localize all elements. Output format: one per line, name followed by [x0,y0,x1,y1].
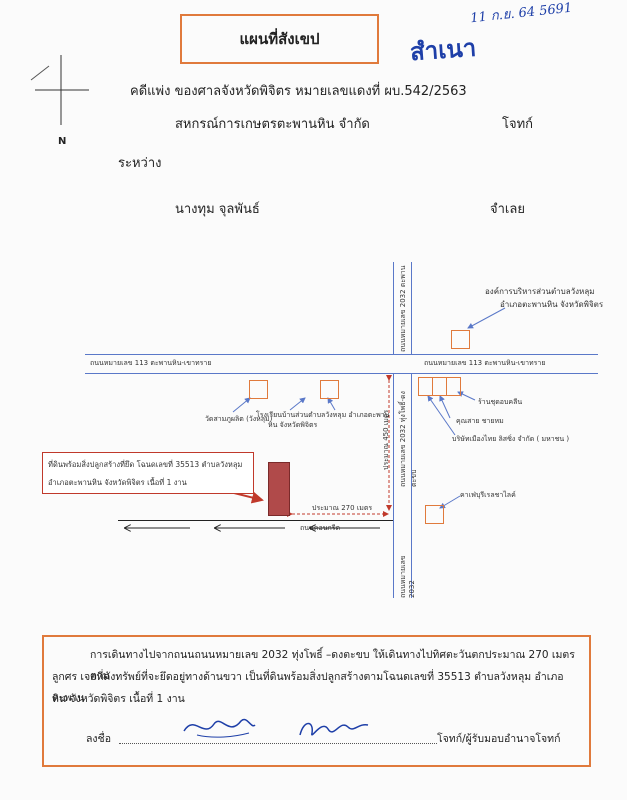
signature-image-2 [299,722,369,736]
signature-prefix: ลงชื่อ [86,733,111,745]
distance-horizontal-label: ประมาณ 270 เมตร [312,504,373,512]
landmark-school [320,380,339,399]
temple-label: วัดสามภูผลิต (วังหลุม) [205,415,273,423]
road-2032-upper-left [393,262,394,354]
signature-line [119,743,437,744]
road-2032-lower-left [393,373,394,598]
defendant-name: นางทุม จุลพันธ์ [175,202,260,217]
property-marker [268,462,290,516]
description-box: การเดินทางไปจากถนนถนนหมายเลข 2032 ทุ่งโพ… [42,635,591,767]
road-113-right-label: ถนนหมายเลข 113 ตะพานหิน-เขาทราย [424,359,546,367]
description-line-2: ลูกศร เจอที่ดังทรัพย์ที่จะยึดอยู่ทางด้าน… [52,671,564,704]
between-label: ระหว่าง [118,156,162,171]
description-line-3: หิน จังหวัดพิจิตร เนื้อที่ 1 งาน [52,693,185,705]
description-line-1: การเดินทางไปจากถนนถนนหมายเลข 2032 ทุ่งโพ… [90,649,575,682]
compass-icon [30,55,89,125]
plaintiff-role: โจทก์ [502,117,534,132]
company-label: บริษัทเมืองไทย ลิสซิ่ง จำกัด ( มหาชน ) [452,435,570,443]
plaintiff-name: สหกรณ์การเกษตรตะพานหิน จำกัด [175,117,370,132]
road-113-left-label: ถนนหมายเลข 113 ตะพานหิน-เขาทราย [90,359,212,367]
concrete-road-edge [118,520,393,521]
page-title: แผนที่สังเขป [239,30,320,48]
road-2032-lower-right [411,373,412,598]
shop-label: ร้านชุดอบคลีน [478,398,523,406]
property-label-line-2: อำเภอตะพานหิน จังหวัดพิจิตร เนื้อที่ 1 ง… [48,478,187,487]
road-113-bottom-edge [85,373,598,374]
landmark-org-admin [451,330,470,349]
signature-image-1 [183,718,256,738]
landmark-cafe [425,505,444,524]
compass-north-label: N [58,136,67,147]
org-admin-label-1: องค์การบริหารส่วนตำบลวังหลุม [485,287,595,296]
person-label: คุณสาย ชายหม [456,417,504,425]
road-113-top-edge [85,354,598,355]
defendant-role: จำเลย [490,202,525,217]
org-admin-label-2: อำเภอตะพานหิน จังหวัดพิจิตร [500,300,604,309]
landmark-shop [446,377,461,396]
title-box: แผนที่สังเขป [180,14,379,64]
landmark-temple [249,380,268,399]
signature-suffix: โจทก์/ผู้รับมอบอำนาจโจทก์ [437,733,561,745]
road-2032-upper-right [411,262,412,354]
property-label-box: ที่ดินพร้อมสิ่งปลูกสร้างที่ยึด โฉนดเลขที… [42,452,254,494]
school-label-2: หิน จังหวัดพิจิตร [268,421,318,429]
cafe-label: คาเฟ่บุรีเรลชาไลค์ [460,491,516,499]
property-label-line-1: ที่ดินพร้อมสิ่งปลูกสร้างที่ยึด โฉนดเลขที… [48,460,243,469]
landmark-person [432,377,447,396]
school-label-1: โรงเรียนบ้านส่วนตำบลวังหลุม อำเภอตะพาน [256,411,390,419]
landmark-company [418,377,433,396]
case-line: คดีแพ่ง ของศาลจังหวัดพิจิตร หมายเลขแดงที… [130,84,467,99]
